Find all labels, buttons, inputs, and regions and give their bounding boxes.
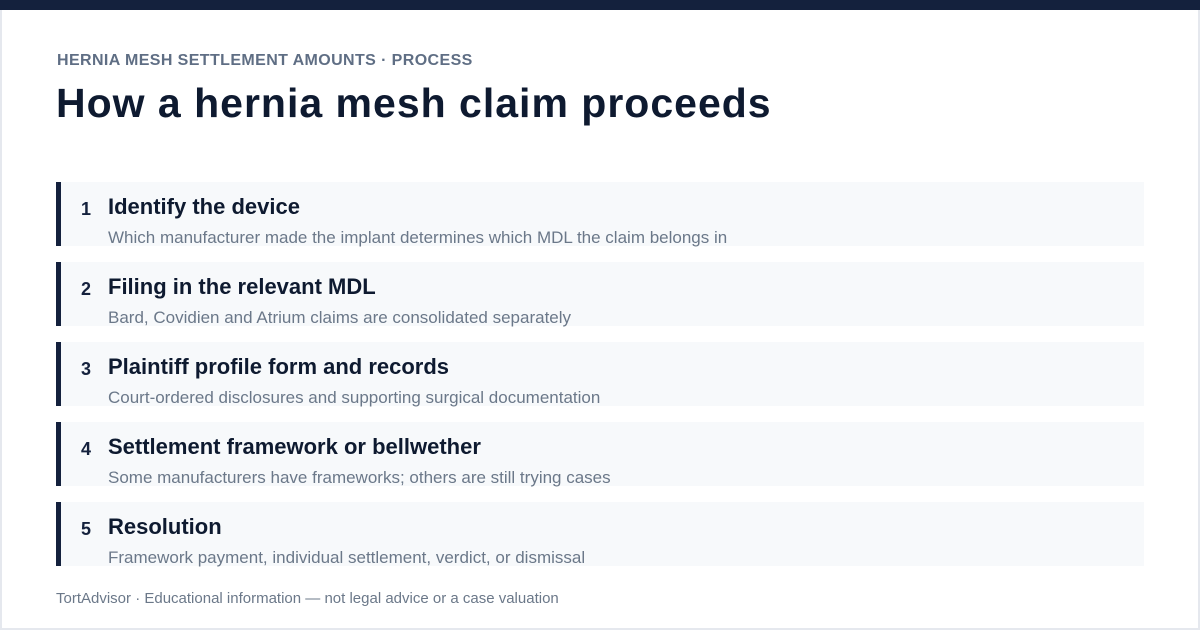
step-description: Court-ordered disclosures and supporting… [108, 388, 601, 407]
step-title: Plaintiff profile form and records [108, 354, 450, 379]
step-description: Which manufacturer made the implant dete… [108, 228, 728, 247]
step-description: Framework payment, individual settlement… [108, 548, 586, 567]
step-number: 3 [81, 359, 92, 379]
top-accent-bar [0, 0, 1200, 10]
step-title: Identify the device [108, 194, 300, 219]
page-title: How a hernia mesh claim proceeds [56, 80, 772, 126]
step-description: Bard, Covidien and Atrium claims are con… [108, 308, 572, 327]
step-number: 5 [81, 519, 92, 539]
process-step-2: 2 Filing in the relevant MDL Bard, Covid… [56, 262, 1144, 327]
step-title: Settlement framework or bellwether [108, 434, 481, 459]
step-number: 4 [81, 439, 92, 459]
step-title: Resolution [108, 514, 222, 539]
step-number: 1 [81, 199, 92, 219]
process-step-5: 5 Resolution Framework payment, individu… [56, 502, 1144, 567]
step-title: Filing in the relevant MDL [108, 274, 376, 299]
process-step-3: 3 Plaintiff profile form and records Cou… [56, 342, 1144, 407]
eyebrow-label: HERNIA MESH SETTLEMENT AMOUNTS · PROCESS [57, 52, 473, 69]
process-step-1: 1 Identify the device Which manufacturer… [56, 182, 1144, 247]
footer-disclaimer: TortAdvisor · Educational information — … [56, 590, 559, 607]
step-number: 2 [81, 279, 92, 299]
process-steps-list: 1 Identify the device Which manufacturer… [56, 182, 1144, 582]
process-step-4: 4 Settlement framework or bellwether Som… [56, 422, 1144, 487]
step-description: Some manufacturers have frameworks; othe… [108, 468, 611, 487]
